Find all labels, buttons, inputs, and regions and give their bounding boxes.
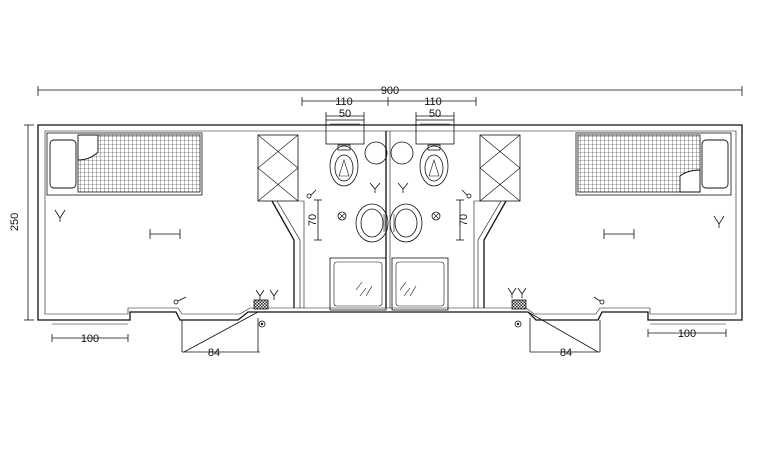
right-bathroom — [389, 119, 455, 311]
cistern-left-label: 50 — [339, 108, 351, 120]
pillow-right — [701, 139, 729, 189]
shower-tray-right — [391, 257, 449, 311]
floor-drain-right — [390, 141, 414, 165]
switch-near-wardrobe-left-icon — [306, 189, 317, 199]
coat-hooks-right-icon — [507, 287, 527, 298]
cistern-right-label: 50 — [429, 108, 441, 120]
bed-left — [46, 132, 203, 196]
wardrobe-left — [257, 134, 299, 202]
ceiling-light-left-icon — [149, 229, 181, 239]
bath-wall-right — [483, 200, 507, 308]
entrance-door-left: 84 — [181, 311, 260, 359]
wardrobe-right — [479, 134, 521, 202]
window-left-label: 100 — [81, 333, 99, 345]
shower-wall-dimension-left: 70 — [307, 199, 322, 241]
floor-drain-left — [364, 141, 388, 165]
basin-spacing-left-label: 110 — [335, 96, 353, 108]
light-switch-right-icon — [593, 296, 605, 305]
ceiling-light-right-icon — [603, 229, 635, 239]
tap-right-icon — [397, 182, 409, 193]
overall-width-label: 900 — [381, 85, 399, 97]
left-room: 70 84 100 — [46, 132, 322, 359]
basin-spacing-right-label: 110 — [424, 96, 442, 108]
overall-height-label: 250 — [9, 213, 21, 231]
coat-hooks-left-icon — [255, 289, 279, 300]
window-right-label: 100 — [678, 328, 696, 340]
cistern-dimension: 50 50 — [325, 108, 455, 120]
pillow-left — [49, 139, 77, 189]
overall-width-dimension: 900 — [37, 85, 743, 97]
bed-fold-left — [77, 134, 99, 161]
door-left-label: 84 — [208, 347, 220, 359]
shower-wall-left-label: 70 — [307, 214, 319, 226]
light-switch-left-icon — [173, 296, 187, 305]
drain-right-icon — [431, 211, 441, 221]
sink-left — [355, 203, 389, 243]
sink-right — [389, 203, 423, 243]
tap-left-icon — [369, 182, 381, 193]
cistern-left — [325, 119, 365, 145]
right-room: 70 84 100 — [456, 132, 732, 359]
wall-lamp-right-icon — [713, 215, 725, 228]
toilet-right — [419, 144, 449, 187]
shower-tray-left — [329, 257, 387, 311]
socket-right-icon — [514, 320, 522, 328]
toilet-left — [329, 144, 359, 187]
electrical-panel-left — [253, 299, 269, 310]
window-dimension-left: 100 — [51, 333, 129, 345]
bath-wall-left — [271, 200, 295, 308]
left-bathroom — [325, 119, 389, 311]
basin-spacing-dimension: 110 110 — [301, 96, 477, 108]
shower-wall-right-label: 70 — [458, 214, 470, 226]
bed-fold-right — [679, 169, 701, 193]
shower-wall-dimension-right: 70 — [456, 199, 470, 241]
switch-near-wardrobe-right-icon — [461, 189, 472, 199]
door-right-label: 84 — [560, 347, 572, 359]
wall-lamp-left-icon — [54, 209, 66, 222]
cistern-right — [415, 119, 455, 145]
entrance-door-right: 84 — [527, 311, 601, 359]
drain-left-icon — [337, 211, 347, 221]
bed-right — [575, 132, 732, 196]
socket-left-icon — [258, 320, 266, 328]
electrical-panel-right — [511, 299, 527, 310]
window-dimension-right: 100 — [647, 328, 727, 340]
overall-height-dimension: 250 — [9, 124, 34, 321]
